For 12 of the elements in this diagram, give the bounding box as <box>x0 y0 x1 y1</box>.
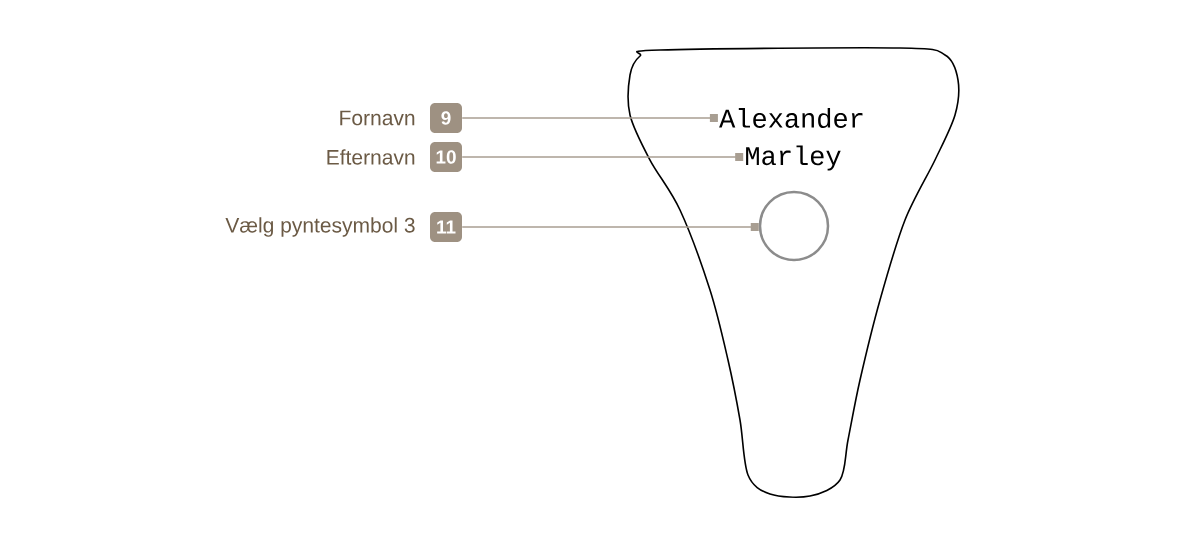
engraving-text: Marley <box>746 145 841 171</box>
leader-line <box>461 223 759 231</box>
leader-line <box>461 114 718 122</box>
symbol-circle <box>758 190 830 262</box>
leader-line <box>461 153 744 161</box>
field-label: Fornavn <box>340 110 415 126</box>
field-label: Efternavn <box>327 149 415 165</box>
field-label: Vælg pyntesymbol 3 <box>225 217 415 237</box>
engraving-text: Alexander <box>719 108 863 128</box>
callout-number: 10 <box>430 142 462 172</box>
callout-number: 9 <box>430 103 462 133</box>
callout-number: 11 <box>430 212 462 242</box>
